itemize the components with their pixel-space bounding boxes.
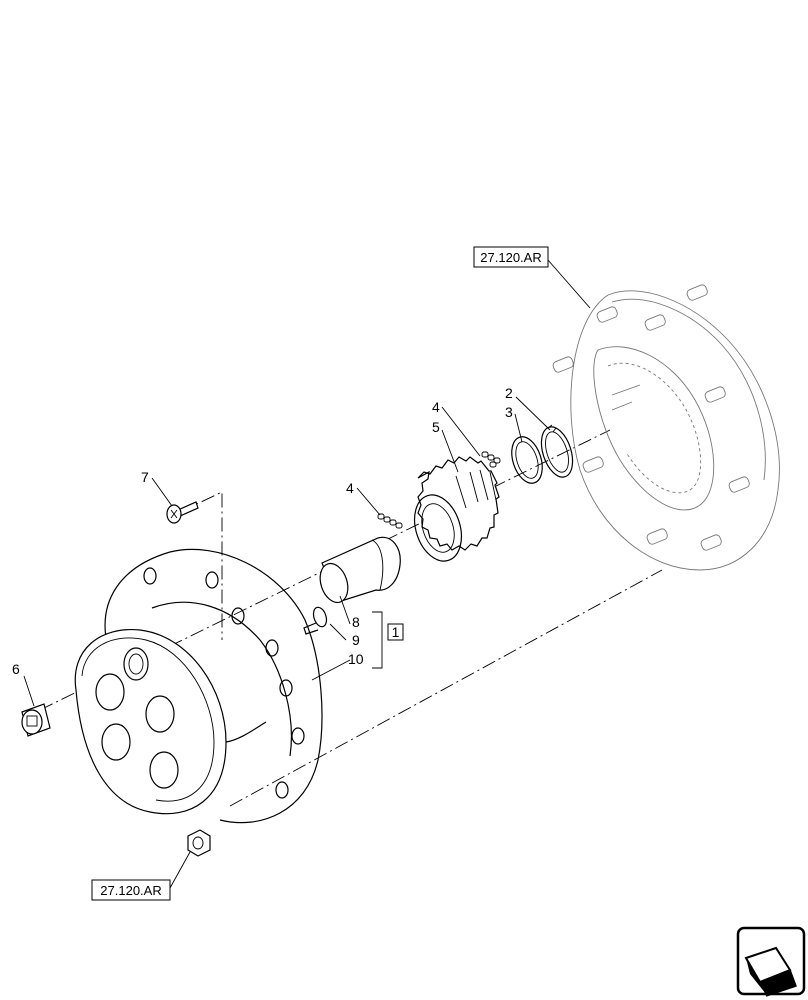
callout-1: 1 [392,624,400,640]
planet-carrier-hub [74,548,323,824]
callout-5: 5 [432,419,440,435]
svg-text:27.120.AR: 27.120.AR [100,883,161,898]
carrier-flange-holes [143,567,305,799]
pin-screw [303,606,328,635]
flange-housing [552,284,780,571]
snap-ring [540,424,574,478]
callout-7: 7 [141,469,149,485]
callout-4-lower: 4 [346,480,354,496]
callout-4-upper: 4 [432,399,440,415]
callout-10: 10 [348,651,364,667]
navigation-arrow-icon[interactable] [736,926,806,997]
callout-9: 9 [352,632,360,648]
needle-rollers-upper [481,451,501,468]
callout-8: 8 [352,614,360,630]
thrust-washer [511,436,543,484]
housing-studs [552,284,750,551]
reference-top[interactable]: 27.120.AR [473,246,549,268]
leader-lines [23,259,591,889]
callout-6: 6 [12,661,20,677]
needle-rollers-lower [377,513,403,529]
fill-port [123,647,149,681]
callout-2: 2 [505,385,513,401]
reference-bottom[interactable]: 27.120.AR [91,879,171,901]
planet-gear [413,456,500,562]
callout-3: 3 [505,404,513,420]
bolt [166,501,199,524]
hex-nut [187,829,211,857]
carrier-face-holes [95,673,179,789]
planet-pin [319,536,401,604]
svg-text:27.120.AR: 27.120.AR [480,250,541,265]
plug [21,703,51,737]
callouts: 2 3 4 5 4 7 6 8 9 10 1 [12,385,513,677]
